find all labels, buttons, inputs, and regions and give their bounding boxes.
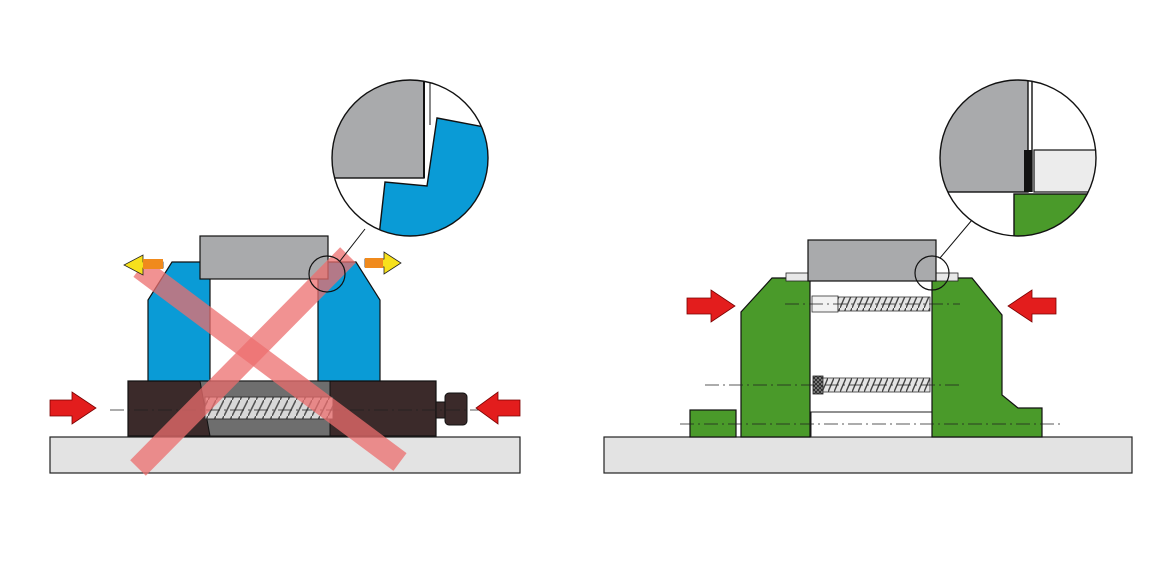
stop-block [689, 409, 737, 438]
clamp-force-arrow-left-icon [49, 391, 97, 425]
clamp-force-arrow-left-icon [686, 289, 736, 323]
correct-vise-panel [603, 79, 1133, 474]
cross-mark-icon [130, 247, 407, 476]
detail-view-flush-jaw [939, 79, 1097, 237]
vise-base-rail [810, 411, 934, 438]
workpiece [199, 235, 329, 280]
vise-handle [444, 392, 468, 426]
detail-view-tilted-jaw [331, 79, 489, 237]
detail-marker-circle [308, 255, 346, 293]
workpiece [807, 239, 937, 282]
spread-arrow-left-icon [123, 254, 164, 276]
parallel-left [785, 272, 811, 282]
detail-leader-line [939, 219, 973, 259]
fixed-jaw [740, 277, 811, 438]
detail-leader-line [339, 228, 366, 262]
incorrect-vise-panel [49, 79, 521, 476]
clamp-force-arrow-right-icon [475, 391, 521, 425]
spread-arrow-right-icon [364, 251, 402, 275]
machine-table [49, 436, 521, 474]
machine-table [603, 436, 1133, 474]
detail-marker-circle [914, 255, 950, 291]
clamp-force-arrow-right-icon [1007, 289, 1057, 323]
